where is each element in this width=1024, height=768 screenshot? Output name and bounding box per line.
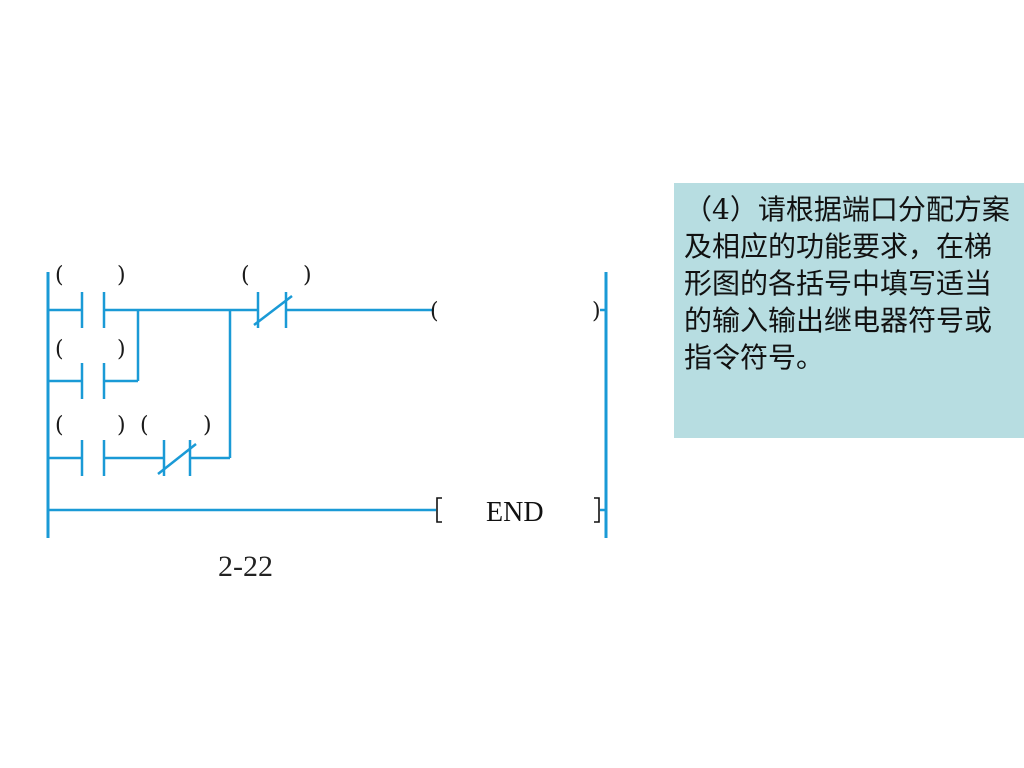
blank-open-contact-2: ( bbox=[55, 337, 64, 362]
blank-close-contact-nc-2: ) bbox=[203, 413, 212, 438]
blank-close-output-coil: ) bbox=[592, 299, 601, 324]
end-instruction-label: END bbox=[486, 497, 544, 528]
blank-close-contact-2: ) bbox=[117, 337, 126, 362]
blank-open-output-coil: ( bbox=[430, 299, 439, 324]
blank-close-contact-1: ) bbox=[117, 263, 126, 288]
branch-2 bbox=[48, 310, 140, 399]
blank-open-contact-1: ( bbox=[55, 263, 64, 288]
question-text: （4）请根据端口分配方案及相应的功能要求，在梯形图的各括号中填写适当的输入输出继… bbox=[684, 193, 1010, 374]
blank-close-contact-nc-1: ) bbox=[303, 263, 312, 288]
question-note-box: （4）请根据端口分配方案及相应的功能要求，在梯形图的各括号中填写适当的输入输出继… bbox=[674, 183, 1024, 438]
end-rung bbox=[48, 497, 606, 523]
end-bracket-left bbox=[436, 497, 442, 523]
blank-open-contact-3: ( bbox=[55, 413, 64, 438]
rung-1 bbox=[48, 292, 606, 328]
ladder-diagram: ( ) ( ) ( ) ( ) ( ) ( ) END 2-22 bbox=[46, 263, 608, 583]
figure-label: 2-22 bbox=[218, 550, 273, 583]
branch-3 bbox=[48, 310, 232, 476]
blank-close-contact-3: ) bbox=[117, 413, 126, 438]
blank-open-contact-nc-2: ( bbox=[140, 413, 149, 438]
end-bracket-right bbox=[594, 497, 600, 523]
blank-open-contact-nc-1: ( bbox=[241, 263, 250, 288]
